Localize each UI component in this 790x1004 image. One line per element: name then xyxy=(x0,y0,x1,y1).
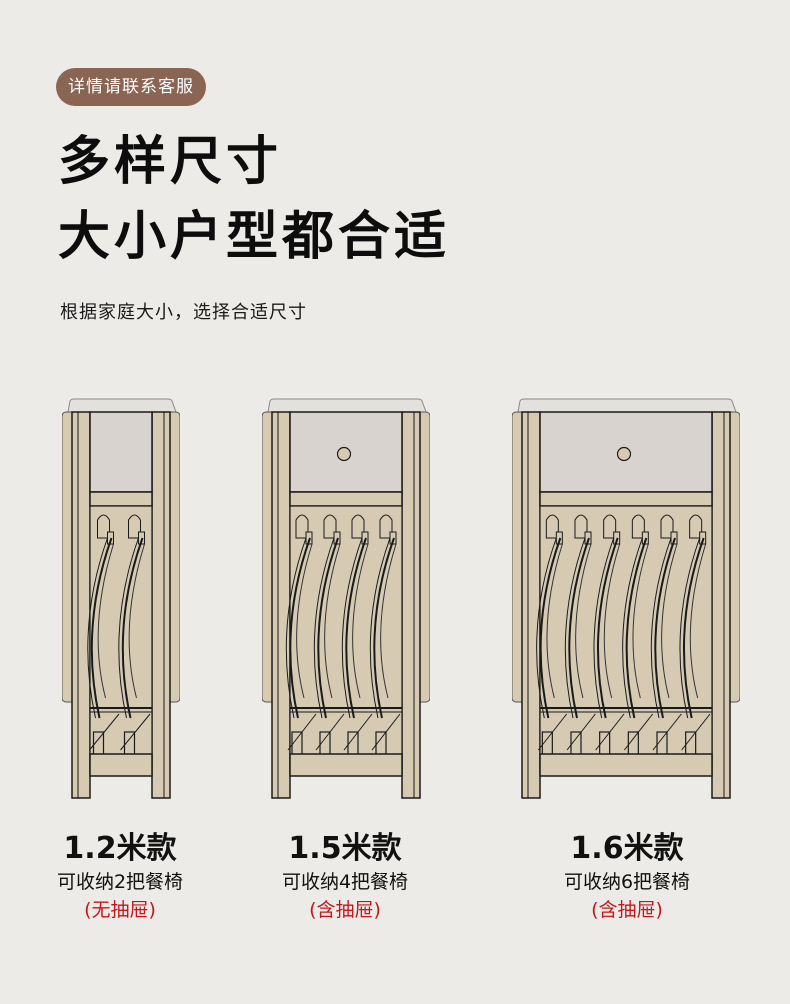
chair-capacity: 可收纳2把餐椅 xyxy=(56,871,184,893)
model-size: 1.5米款 xyxy=(288,831,402,866)
cabinet-illustration-1-5m xyxy=(261,398,431,804)
drawer-note: (含抽屉) xyxy=(309,899,381,921)
drawer-note: (含抽屉) xyxy=(591,899,663,921)
drawer-note: (无抽屉) xyxy=(84,899,156,921)
headline-line-2: 大小户型都合适 xyxy=(58,207,451,267)
model-caption-1-6m: 1.6米款 可收纳6把餐椅 (含抽屉) xyxy=(537,830,717,924)
subtitle: 根据家庭大小，选择合适尺寸 xyxy=(60,302,307,323)
model-size: 1.2米款 xyxy=(63,831,177,866)
model-caption-1-5m: 1.5米款 可收纳4把餐椅 (含抽屉) xyxy=(255,830,435,924)
cabinet-illustration-1-2m xyxy=(61,398,181,804)
contact-service-badge[interactable]: 详情请联系客服 xyxy=(56,68,206,106)
cabinet-illustration-1-6m xyxy=(511,398,741,804)
chair-capacity: 可收纳6把餐椅 xyxy=(563,871,691,893)
chair-capacity: 可收纳4把餐椅 xyxy=(281,871,409,893)
headline-line-1: 多样尺寸 xyxy=(58,132,283,192)
model-caption-1-2m: 1.2米款 可收纳2把餐椅 (无抽屉) xyxy=(30,830,210,924)
model-size: 1.6米款 xyxy=(570,831,684,866)
